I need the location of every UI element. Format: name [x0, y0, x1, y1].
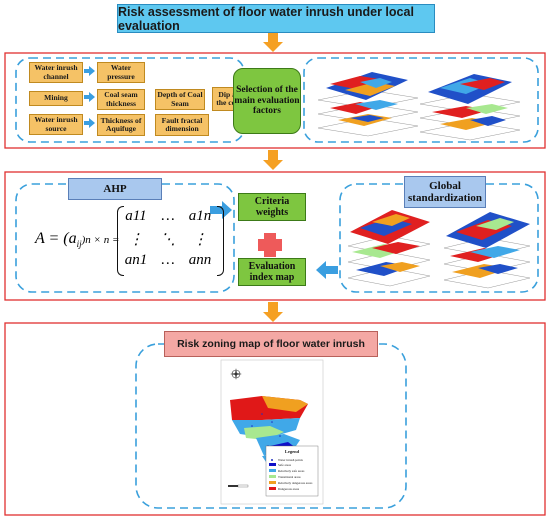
criteria-weights-box: Criteria weights [238, 193, 306, 221]
global-standardization-label: Global standardization [404, 176, 486, 208]
legend-swatches [269, 459, 276, 490]
maps-to-evaluation-arrow [316, 261, 338, 279]
matrix-cell: ⋮ [128, 232, 144, 248]
legend-item: Relatively safe areas [278, 469, 305, 473]
equation-lhs-text: A = (a [35, 230, 77, 247]
legend-item: Safe areas [278, 463, 292, 467]
matrix-left-bracket [117, 206, 124, 276]
equation-subscript: ij [76, 239, 82, 250]
maps-dashed-group-1 [303, 57, 539, 143]
factor-coal-seam-thickness: Coal seam thickness [97, 89, 145, 110]
evaluation-index-map-box: Evaluation index map [238, 258, 306, 286]
matrix-cell: … [161, 252, 175, 268]
down-arrow-2 [263, 150, 283, 170]
matrix-cell: … [161, 208, 175, 224]
stage2-panel [4, 171, 546, 301]
category-water-inrush-source: Water inrush source [29, 114, 83, 135]
scale-bar [228, 484, 249, 488]
layered-maps-right [419, 74, 521, 141]
equation-dims: )n × n = [81, 234, 120, 246]
legend-item: Dangerous areas [278, 487, 300, 491]
down-arrow-1 [263, 32, 283, 52]
stage1-panel [4, 52, 546, 149]
factor-fault-fractal-dimension: Fault fractal dimension [155, 114, 209, 136]
factor-depth-of-coal-seam: Depth of Coal Seam [155, 89, 205, 110]
legend-title: Legend [284, 449, 300, 454]
layered-maps-left [317, 72, 419, 137]
diagram-title: Risk assessment of floor water inrush un… [117, 4, 435, 33]
factor-thickness-of-aquifuge: Thickness of Aquifuge [97, 114, 145, 136]
matrix-cell: ann [188, 252, 212, 268]
equation-lhs: A = (aij)n × n = [35, 230, 119, 249]
legend-item: Transitional areas [278, 475, 301, 479]
compass-icon [230, 368, 242, 380]
category-water-inrush-channel: Water inrush channel [29, 62, 83, 83]
matrix-cell: ⋱ [160, 232, 176, 248]
legend-item: Relatively dangerous areas [278, 481, 313, 485]
matrix-cell: an1 [124, 252, 148, 268]
layered-maps-global-left [347, 210, 431, 287]
ahp-label: AHP [68, 178, 162, 200]
stage3-panel [4, 322, 546, 516]
ahp-matrix-equation: A = (aij)n × n = a11 … a1n ⋮ ⋱ ⋮ an1 … a… [35, 200, 225, 280]
matrix-cell: a1n [188, 208, 212, 224]
zoning-dashed-group [135, 343, 407, 509]
legend-item: Water inrush points [278, 458, 303, 462]
plus-icon [258, 233, 282, 257]
matrix-cell: ⋮ [192, 232, 208, 248]
selection-main-factors-box: Selection of the main evaluation factors [233, 68, 301, 134]
category-mining: Mining [29, 91, 83, 106]
layered-maps-global-right [443, 212, 531, 289]
matrix-cell: a11 [125, 208, 147, 224]
factor-arrows [84, 66, 95, 128]
factor-water-pressure: Water pressure [97, 62, 145, 83]
matrix-right-bracket [217, 206, 224, 276]
down-arrow-3 [263, 302, 283, 322]
zoning-map-label: Risk zoning map of floor water inrush [164, 331, 378, 357]
